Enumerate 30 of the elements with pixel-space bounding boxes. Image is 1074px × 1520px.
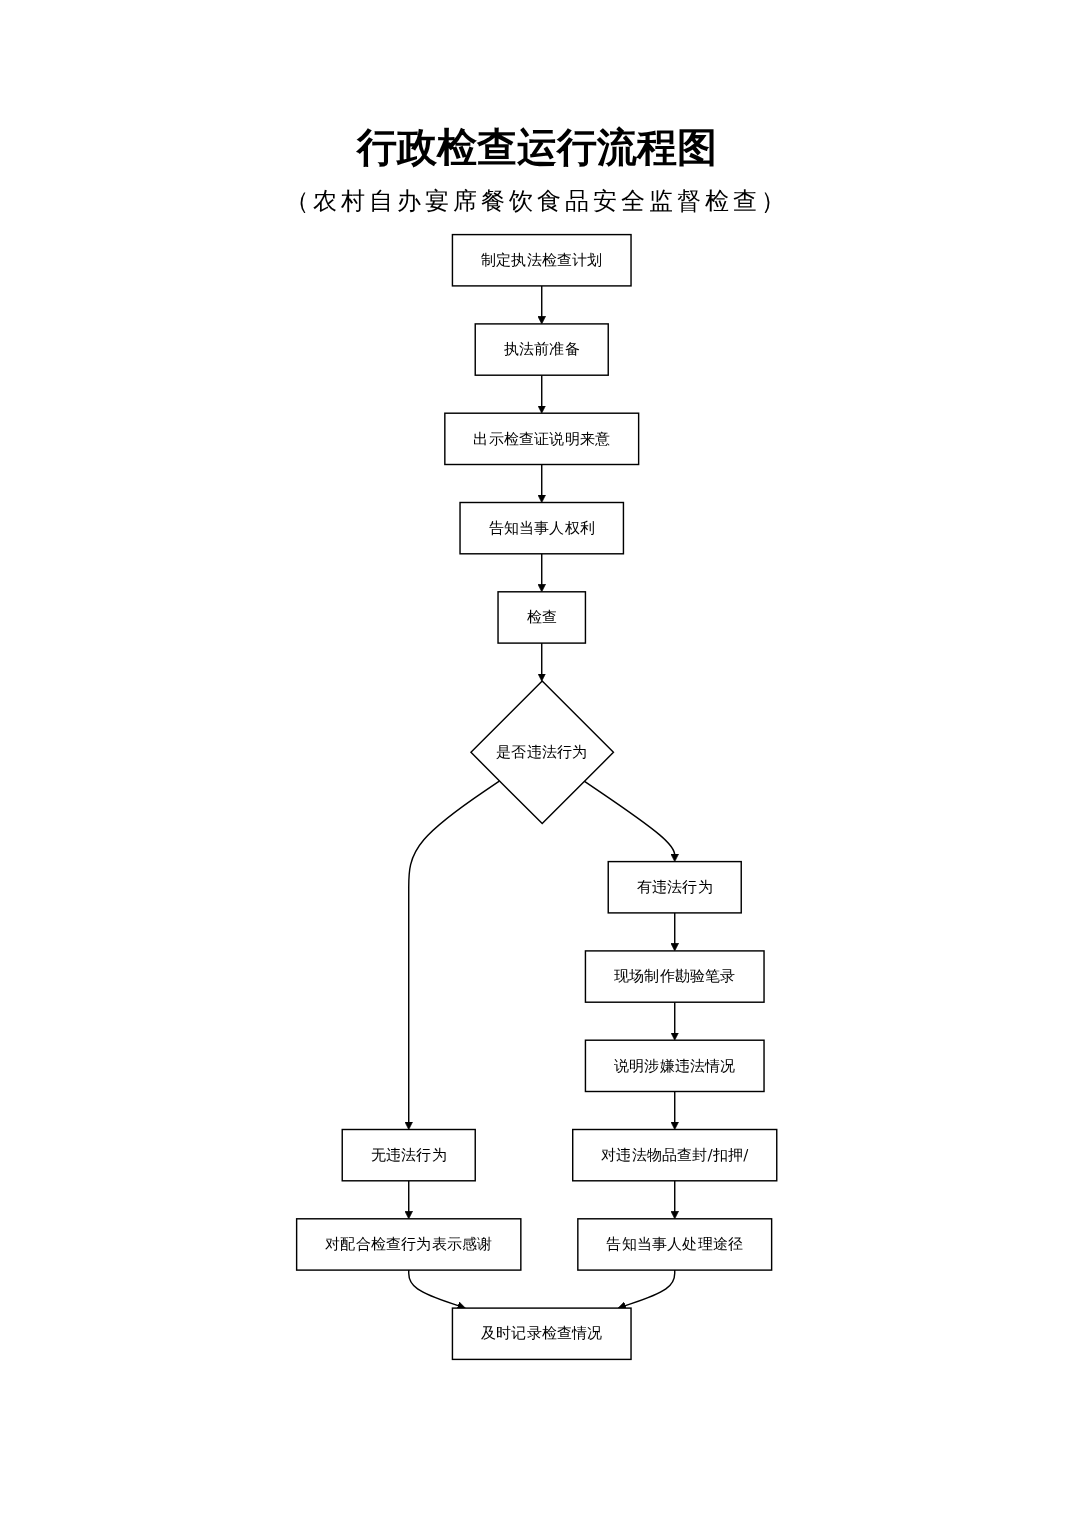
arrow [583,780,680,862]
node-box: 对配合检查行为表示感谢 [296,1218,522,1271]
node-box: 对违法物品查封/扣押/ [572,1128,778,1182]
arrow [670,912,680,952]
arrow [670,1180,680,1220]
arrow [537,553,547,593]
arrow [618,1269,676,1310]
node-diamond: 是否违法行为 [470,680,615,825]
node-box: 现场制作勘验笔录 [585,950,766,1003]
arrow [404,780,501,1130]
arrow [537,642,547,682]
diagram-subtitle: （农村自办宴席餐饮食品安全监督检查） [285,186,789,217]
arrow [670,1001,680,1041]
node-box: 及时记录检查情况 [452,1307,633,1361]
node-box: 出示检查证说明来意 [444,412,640,466]
arrow [537,285,547,325]
node-box: 告知当事人处理途径 [577,1218,773,1271]
node-box: 制定执法检查计划 [452,233,633,287]
node-box: 告知当事人权利 [459,501,625,555]
arrow [408,1269,466,1310]
node-box: 说明涉嫌违法情况 [585,1039,766,1093]
arrow [537,374,547,414]
node-box: 无违法行为 [341,1128,477,1182]
arrow [670,1090,680,1130]
diagram-title: 行政检查运行流程图 [357,122,717,172]
node-box: 执法前准备 [474,323,610,376]
arrow [404,1180,414,1220]
node-box: 检查 [497,591,587,644]
arrow [537,463,547,503]
node-box: 有违法行为 [607,860,743,914]
